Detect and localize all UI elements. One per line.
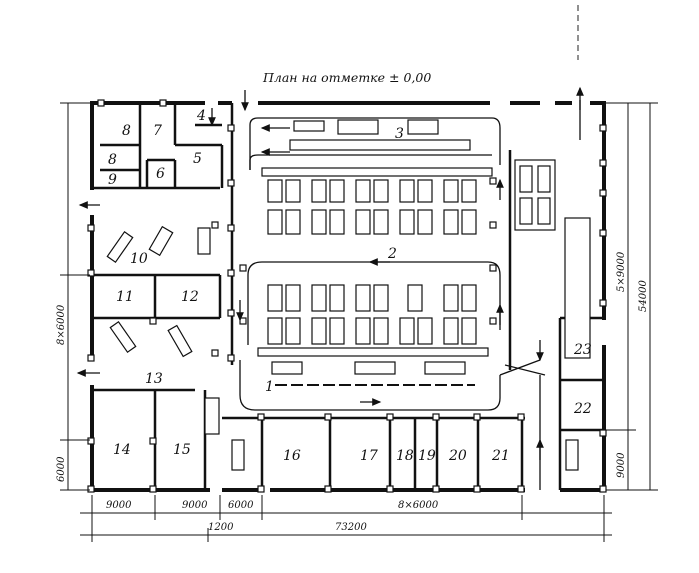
dim-total-label: 73200 xyxy=(335,522,367,533)
room-label: 23 xyxy=(573,342,592,358)
room-label: 3 xyxy=(395,126,404,142)
room-label: 18 xyxy=(396,448,414,464)
room-label: 1 xyxy=(265,379,274,395)
room-label: 5 xyxy=(193,151,202,167)
room-label: 16 xyxy=(283,448,301,464)
room-label: 15 xyxy=(173,442,191,458)
room-label: 22 xyxy=(573,401,592,417)
interior-walls xyxy=(92,103,604,490)
dim-right-bays: 5×9000 xyxy=(616,251,627,292)
equipment-layout xyxy=(106,119,591,471)
dim-right-lower: 9000 xyxy=(616,452,627,478)
room-label: 17 xyxy=(360,448,378,464)
room-labels: 1 2 3 4 5 6 7 8 8 9 10 11 12 13 14 15 16… xyxy=(108,108,592,464)
room-label: 8 xyxy=(108,152,117,168)
column-markers xyxy=(87,99,607,493)
dim-left-lower: 6000 xyxy=(56,456,67,482)
room-label: 20 xyxy=(448,448,467,464)
room-label: 4 xyxy=(196,108,206,124)
dim-left-bays: 8×6000 xyxy=(56,304,67,345)
dimension-lines xyxy=(60,102,658,542)
dim-offset-label: 1200 xyxy=(208,522,234,533)
room-label: 6 xyxy=(156,166,165,182)
room-label: 9 xyxy=(108,172,117,188)
room-label: 21 xyxy=(491,448,510,464)
room-label: 19 xyxy=(418,448,436,464)
room-label: 10 xyxy=(130,251,148,267)
dim-bay-label: 8×6000 xyxy=(398,500,439,511)
dim-right-total: 54000 xyxy=(638,280,649,312)
dim-bay-label: 9000 xyxy=(106,500,132,511)
room-label: 14 xyxy=(113,442,131,458)
room-label: 13 xyxy=(145,371,163,387)
flow-arrows xyxy=(76,86,584,460)
room-label: 8 xyxy=(122,123,131,139)
dim-bay-label: 9000 xyxy=(182,500,208,511)
room-label: 12 xyxy=(181,289,199,305)
plan-title: План на отметке ± 0,00 xyxy=(262,70,431,85)
room-label: 7 xyxy=(153,123,162,139)
dim-bay-label: 6000 xyxy=(228,500,254,511)
room-label: 11 xyxy=(116,289,134,305)
room-label: 2 xyxy=(387,246,397,262)
